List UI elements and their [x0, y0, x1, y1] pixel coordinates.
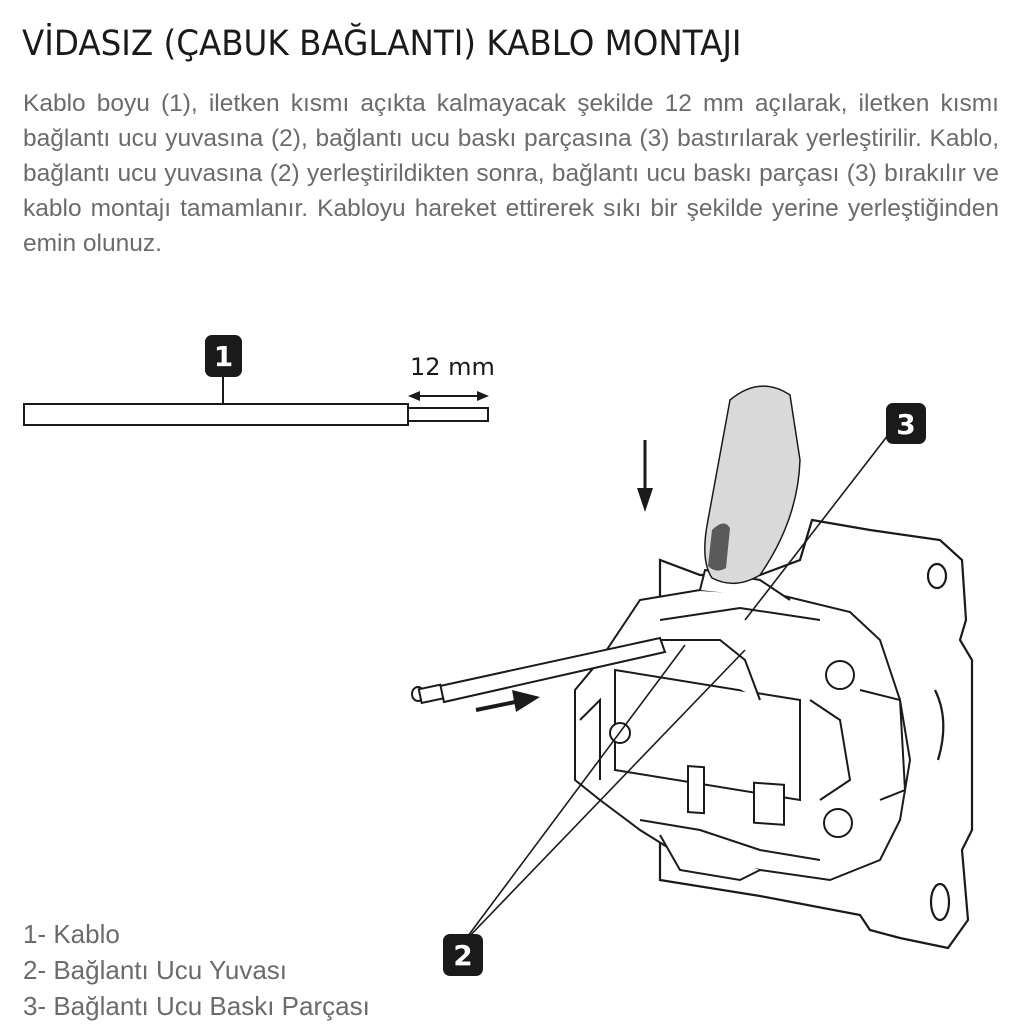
legend: 1- Kablo 2- Bağlantı Ucu Yuvası 3- Bağla…: [23, 916, 370, 1024]
finger-illustration: [704, 385, 801, 584]
socket-body: [574, 568, 912, 882]
legend-item: 2- Bağlantı Ucu Yuvası: [23, 955, 288, 985]
page-title: VİDASIZ (ÇABUK BAĞLANTI) KABLO MONTAJI: [22, 24, 742, 64]
callout-1: 1: [205, 335, 242, 377]
instruction-text: Kablo boyu (1), iletken kısmı açıkta kal…: [23, 90, 999, 257]
direction-arrows: [475, 440, 653, 712]
dimension-arrow: [408, 391, 489, 401]
svg-text:3: 3: [896, 408, 915, 441]
callout-3: 3: [886, 403, 926, 444]
legend-item: 1- Kablo: [23, 919, 120, 949]
dimension-label: 12 mm: [410, 353, 495, 381]
svg-text:1: 1: [214, 340, 233, 373]
leader-lines: [461, 429, 893, 945]
callout-2: 2: [443, 934, 483, 976]
cable-illustration: [23, 376, 489, 426]
wire-illustration: [411, 636, 667, 705]
legend-item: 3- Bağlantı Ucu Baskı Parçası: [23, 991, 370, 1021]
svg-text:2: 2: [453, 939, 472, 972]
